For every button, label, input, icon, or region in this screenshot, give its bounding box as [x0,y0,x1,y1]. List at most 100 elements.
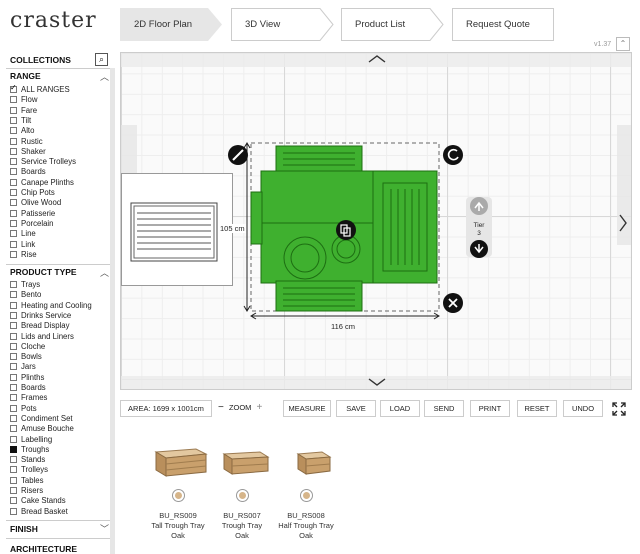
checkbox[interactable] [10,178,17,186]
checkbox[interactable] [10,353,17,361]
checkbox[interactable] [10,199,17,207]
search-button[interactable]: ⌕ [95,53,108,66]
filter-option[interactable]: Lids and Liners [10,332,74,342]
checkbox[interactable] [10,363,17,371]
send-button[interactable]: SEND [424,400,464,417]
rotate-icon[interactable] [443,145,463,165]
finish-heading[interactable]: FINISH [10,524,38,534]
checkbox[interactable] [10,456,17,464]
tab-2d-floor-plan[interactable]: 2D Floor Plan [120,8,222,41]
checkbox[interactable] [10,332,17,340]
filter-option[interactable]: Bread Display [10,321,70,331]
fullscreen-icon[interactable] [612,402,626,416]
checkbox[interactable] [10,96,17,104]
tier-down-icon[interactable] [470,240,488,258]
print-button[interactable]: PRINT [470,400,510,417]
chevron-up-icon[interactable]: ︿ [100,268,110,278]
range-heading[interactable]: RANGE [10,71,41,81]
undo-button[interactable]: UNDO [563,400,603,417]
filter-option[interactable]: Boards [10,167,46,177]
filter-option[interactable]: Pots [10,404,37,414]
filter-option[interactable]: Risers [10,486,43,496]
tab-product-list[interactable]: Product List [341,8,444,41]
filter-option[interactable]: Patisserie [10,209,55,219]
checkbox[interactable] [10,322,17,330]
collapse-button[interactable]: ⌃ [616,37,630,51]
filter-option[interactable]: Canape Plinths [10,178,74,188]
checkbox[interactable] [10,127,17,135]
delete-icon[interactable] [443,293,463,313]
product-type-heading[interactable]: PRODUCT TYPE [10,267,77,277]
checkbox[interactable] [10,301,17,309]
filter-option[interactable]: Porcelain [10,219,54,229]
checkbox[interactable] [10,507,17,515]
checkbox[interactable] [10,445,17,453]
filter-option[interactable]: Olive Wood [10,198,61,208]
filter-option[interactable]: Rise [10,250,37,260]
filter-option[interactable]: Link [10,240,35,250]
filter-option[interactable]: Service Trolleys [10,157,76,167]
filter-option[interactable]: Labelling [10,435,52,445]
edit-icon[interactable] [228,145,248,165]
checkbox[interactable] [10,250,17,258]
filter-option[interactable]: Tilt [10,116,31,126]
checkbox[interactable] [10,404,17,412]
filter-option[interactable]: Bowls [10,352,42,362]
pan-right-icon[interactable] [619,214,627,232]
finish-swatch[interactable] [300,490,312,501]
checkbox[interactable] [10,342,17,350]
checkbox[interactable] [10,209,17,217]
filter-option[interactable]: Jars [10,362,36,372]
filter-option[interactable]: Frames [10,393,47,403]
placed-item-left[interactable] [121,173,233,286]
filter-option[interactable]: Chip Pots [10,188,55,198]
chevron-up-icon[interactable]: ︿ [100,72,110,82]
tab-3d-view[interactable]: 3D View [231,8,334,41]
checkbox[interactable] [10,189,17,196]
floor-plan-canvas[interactable]: 105 cm 116 cm Tier 3 [120,52,632,390]
filter-option[interactable]: Cloche [10,342,45,352]
filter-option[interactable]: Shaker [10,147,46,157]
product-card[interactable]: BU_RS008 Half Trough Tray Oak [271,446,341,541]
tab-request-quote[interactable]: Request Quote [452,8,555,41]
filter-option[interactable]: Amuse Bouche [10,424,74,434]
filter-option[interactable]: Heating and Cooling [10,301,92,311]
checkbox[interactable] [10,476,17,484]
pan-down-icon[interactable] [368,378,386,386]
product-card[interactable]: BU_RS007 Trough Tray Oak [207,446,277,541]
filter-option[interactable]: ALL RANGES [10,83,70,95]
checkbox[interactable] [10,425,17,433]
filter-option[interactable]: Drinks Service [10,311,71,321]
load-button[interactable]: LOAD [380,400,420,417]
filter-option[interactable]: Trolleys [10,465,48,475]
filter-option[interactable]: Plinths [10,373,44,383]
checkbox[interactable] [10,106,17,114]
zoom-out-button[interactable]: − [218,402,224,413]
checkbox[interactable] [10,394,17,402]
checkbox[interactable] [10,168,17,176]
checkbox[interactable] [10,281,17,288]
checkbox[interactable] [10,435,17,443]
filter-option[interactable]: Condiment Set [10,414,73,424]
product-card[interactable]: BU_RS009 Tall Trough Tray Oak [143,446,213,541]
filter-option[interactable]: Rustic [10,137,43,147]
checkbox[interactable] [10,83,17,93]
checkbox[interactable] [10,158,17,166]
checkbox[interactable] [10,291,17,299]
checkbox[interactable] [10,384,17,391]
filter-option[interactable]: Bento [10,290,41,300]
checkbox[interactable] [10,116,17,124]
checkbox[interactable] [10,311,17,319]
filter-option[interactable]: Troughs [10,445,49,455]
filter-option[interactable]: Stands [10,455,45,465]
checkbox[interactable] [10,466,17,474]
measure-button[interactable]: MEASURE [283,400,331,417]
filter-option[interactable]: Bread Basket [10,507,68,517]
checkbox[interactable] [10,230,17,238]
checkbox[interactable] [10,487,17,494]
filter-option[interactable]: Boards [10,383,46,393]
finish-swatch[interactable] [172,490,184,501]
save-button[interactable]: SAVE [336,400,376,417]
checkbox[interactable] [10,147,17,155]
filter-option[interactable]: Line [10,229,36,239]
